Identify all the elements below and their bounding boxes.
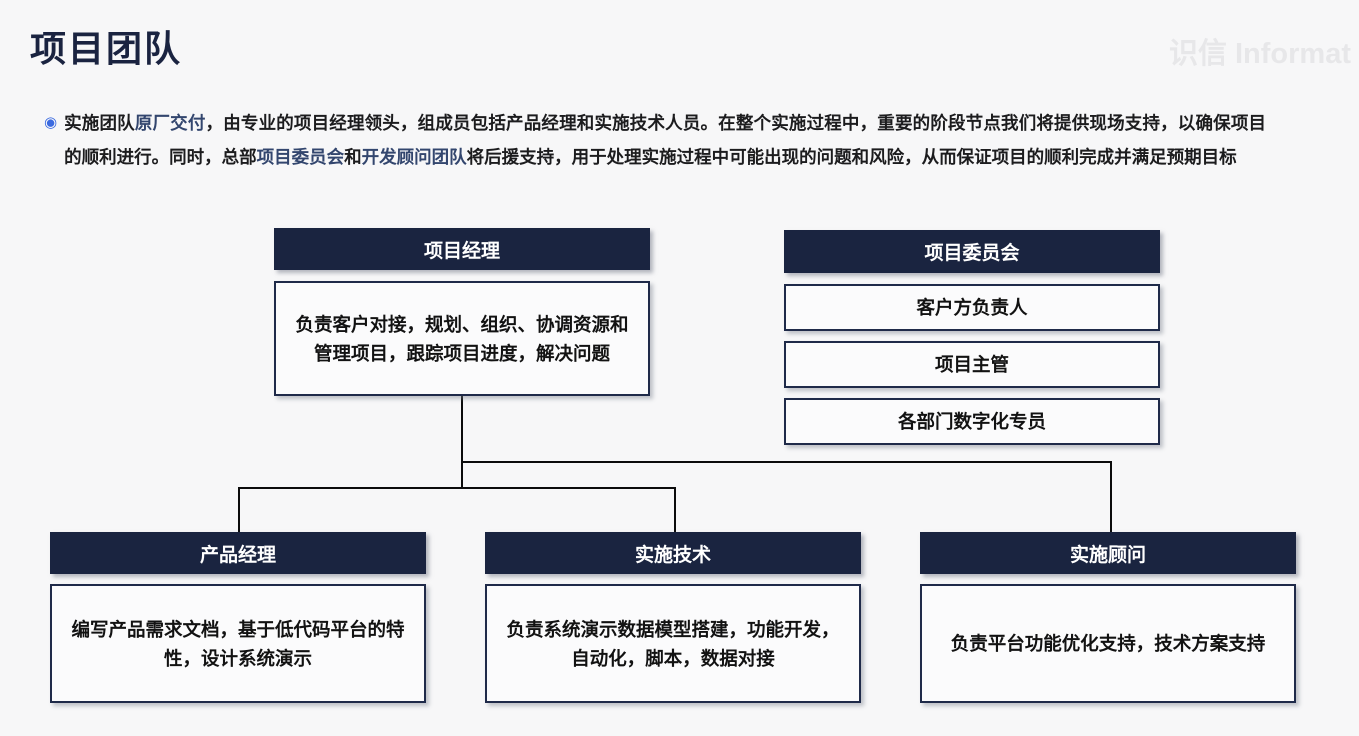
committee-member: 客户方负责人: [784, 284, 1160, 331]
connector-line: [1110, 461, 1112, 532]
committee-header: 项目委员会: [784, 230, 1160, 273]
team-header-implementation-consultant: 实施顾问: [920, 532, 1296, 574]
page-title: 项目团队: [30, 28, 183, 69]
team-header-product-manager: 产品经理: [50, 532, 426, 574]
project-manager-header: 项目经理: [274, 228, 650, 270]
committee-member: 项目主管: [784, 341, 1160, 388]
connector-line: [461, 396, 463, 489]
intro-text-segment: 实施团队: [64, 113, 135, 133]
team-description-product-manager: 编写产品需求文档，基于低代码平台的特性，设计系统演示: [50, 584, 426, 703]
connector-line: [238, 487, 676, 489]
connector-line: [238, 487, 240, 532]
intro-paragraph: ◉ 实施团队原厂交付，由专业的项目经理领头，组成员包括产品经理和实施技术人员。在…: [44, 106, 1266, 174]
intro-text-segment: ，由专业的项目经理领头，组成员包括产品经理和实施技术人员。在整个实施过程中，重要…: [64, 113, 1267, 167]
project-manager-description: 负责客户对接，规划、组织、协调资源和管理项目，跟踪项目进度，解决问题: [274, 281, 650, 396]
intro-text: 实施团队原厂交付，由专业的项目经理领头，组成员包括产品经理和实施技术人员。在整个…: [64, 106, 1266, 174]
intro-text-highlight: 开发顾问团队: [361, 147, 467, 167]
team-header-implementation-tech: 实施技术: [485, 532, 861, 574]
committee-member: 各部门数字化专员: [784, 398, 1160, 445]
connector-line: [674, 487, 676, 532]
intro-text-segment: 将后援支持，用于处理实施过程中可能出现的问题和风险，从而保证项目的顺利完成并满足…: [466, 147, 1237, 167]
intro-text-highlight: 原厂交付: [134, 113, 206, 133]
team-description-implementation-consultant: 负责平台功能优化支持，技术方案支持: [920, 584, 1296, 703]
brand-watermark: 识信 Informat: [1168, 38, 1351, 70]
intro-text-segment: 和: [344, 147, 362, 167]
bullet-icon: ◉: [44, 114, 58, 131]
intro-text-highlight: 项目委员会: [256, 147, 345, 167]
connector-line: [461, 461, 1112, 463]
team-description-implementation-tech: 负责系统演示数据模型搭建，功能开发，自动化，脚本，数据对接: [485, 584, 861, 703]
